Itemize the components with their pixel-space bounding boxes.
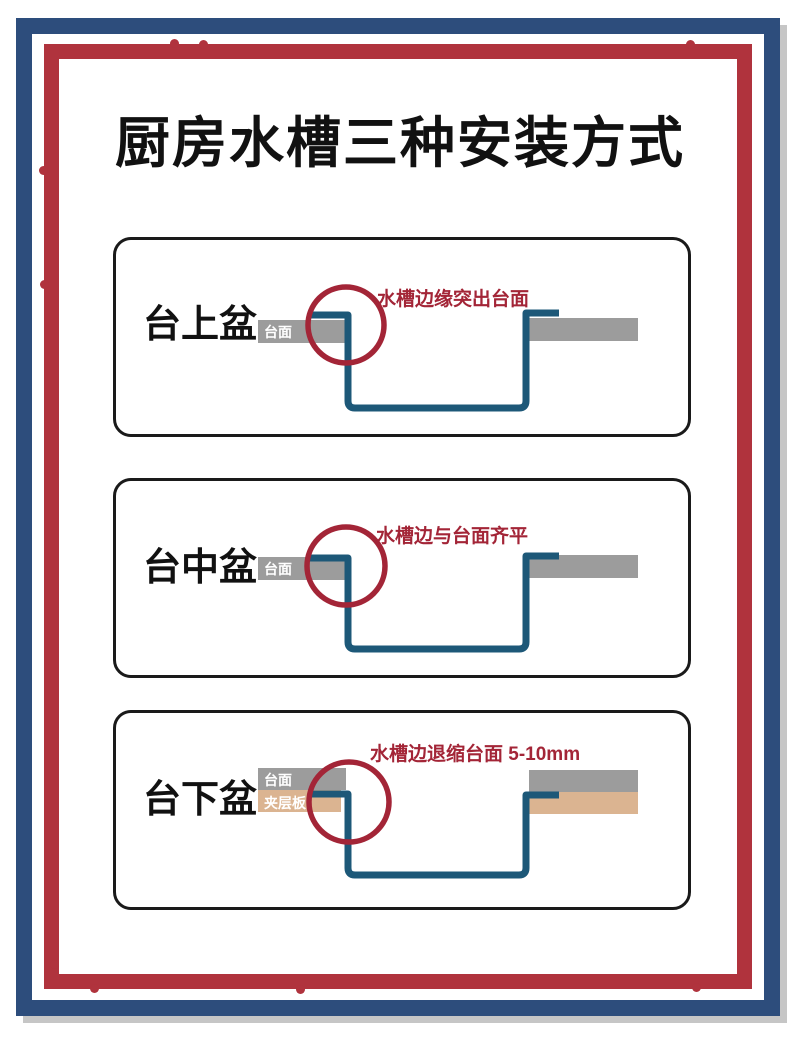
countertop-right <box>528 318 638 341</box>
highlight-circle <box>304 524 388 608</box>
countertop-label: 台面 <box>264 561 292 577</box>
annotation-text: 水槽边与台面齐平 <box>376 526 529 547</box>
border-knob <box>40 280 49 289</box>
sink-cross-section <box>310 790 559 879</box>
page-title: 厨房水槽三种安装方式 <box>114 112 685 174</box>
countertop-left <box>258 557 346 580</box>
panel-label: 台中盆 <box>143 547 258 589</box>
border-knob <box>90 984 99 993</box>
highlight-circle <box>305 284 387 366</box>
countertop-right <box>528 555 638 578</box>
sink-cross-section <box>310 309 559 412</box>
border-knob <box>199 40 208 49</box>
panel-label: 台下盆 <box>143 779 258 821</box>
panel-under-mount: 台面 夹层板 台下盆 水槽边退缩台面 5-10mm <box>113 710 691 910</box>
border-knob <box>686 40 695 49</box>
annotation-text: 水槽边缘突出台面 <box>377 289 530 310</box>
border-knob <box>170 39 179 48</box>
countertop-right <box>529 770 638 792</box>
highlight-circle <box>306 759 392 845</box>
border-knob <box>50 960 59 969</box>
border-knob <box>39 166 48 175</box>
countertop-label: 台面 <box>264 772 292 788</box>
panel-label: 台上盆 <box>143 304 258 346</box>
laminate-label: 夹层板 <box>264 795 307 811</box>
sink-diagram-top-mount: 台面 <box>258 284 638 412</box>
sink-diagram-under-mount: 台面 夹层板 <box>258 759 638 879</box>
border-knob <box>296 985 305 994</box>
panel-top-mount: 台面 台上盆 水槽边缘突出台面 <box>113 237 691 437</box>
sink-cross-section <box>310 552 559 653</box>
sink-diagram-flush-mount: 台面 <box>258 524 638 653</box>
outer-frame <box>16 18 780 1016</box>
panel-flush-mount: 台面 台中盆 水槽边与台面齐平 <box>113 478 691 678</box>
inner-frame <box>44 44 752 989</box>
annotation-text: 水槽边退缩台面 5-10mm <box>370 744 581 765</box>
border-knob <box>692 983 701 992</box>
countertop-label: 台面 <box>264 324 292 340</box>
countertop-left <box>258 320 346 343</box>
